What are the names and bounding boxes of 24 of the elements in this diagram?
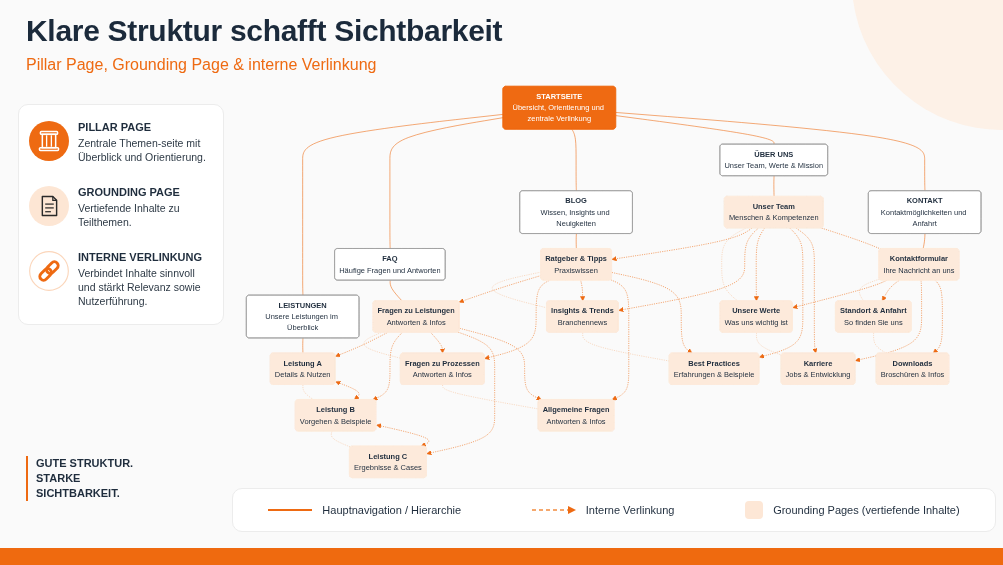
description-text: Zentrale Themen-seite mit Überblick und Orientierung. xyxy=(78,136,207,164)
legend-label: Grounding Pages (vertiefende Inhalte) xyxy=(773,504,960,516)
connector xyxy=(616,112,926,192)
arrow xyxy=(335,380,360,400)
description-text: Vertiefende Inhalte zu Teilthemen. xyxy=(78,201,181,229)
connector xyxy=(331,431,352,448)
connector xyxy=(302,114,504,296)
legend-label: PILLAR PAGE xyxy=(78,121,152,133)
connector xyxy=(721,227,747,302)
connector xyxy=(492,271,548,309)
title: Klare Struktur schafft Sichtbarkeit xyxy=(26,14,503,48)
connector xyxy=(582,332,671,362)
tagline: GUTE STRUKTUR. STARKE SICHTBARKEIT. xyxy=(26,456,164,501)
legend-label: INTERNE VERLINKUNG xyxy=(78,251,203,263)
connector xyxy=(616,115,775,145)
legend-label: Hauptnavigation / Hierarchie xyxy=(322,504,462,516)
description-text: Verbindet Inhalte sinnvoll und stärkt Relevanz sowie Nutzerführung. xyxy=(78,266,202,308)
subtitle: Pillar Page, Grounding Page & interne Verlinkung xyxy=(26,56,377,74)
connector xyxy=(389,117,504,250)
legend-label: GROUNDING PAGE xyxy=(78,186,180,198)
legend-label: Interne Verlinkung xyxy=(585,504,675,516)
connector xyxy=(859,278,881,302)
connector xyxy=(302,384,315,401)
connector xyxy=(572,129,577,192)
